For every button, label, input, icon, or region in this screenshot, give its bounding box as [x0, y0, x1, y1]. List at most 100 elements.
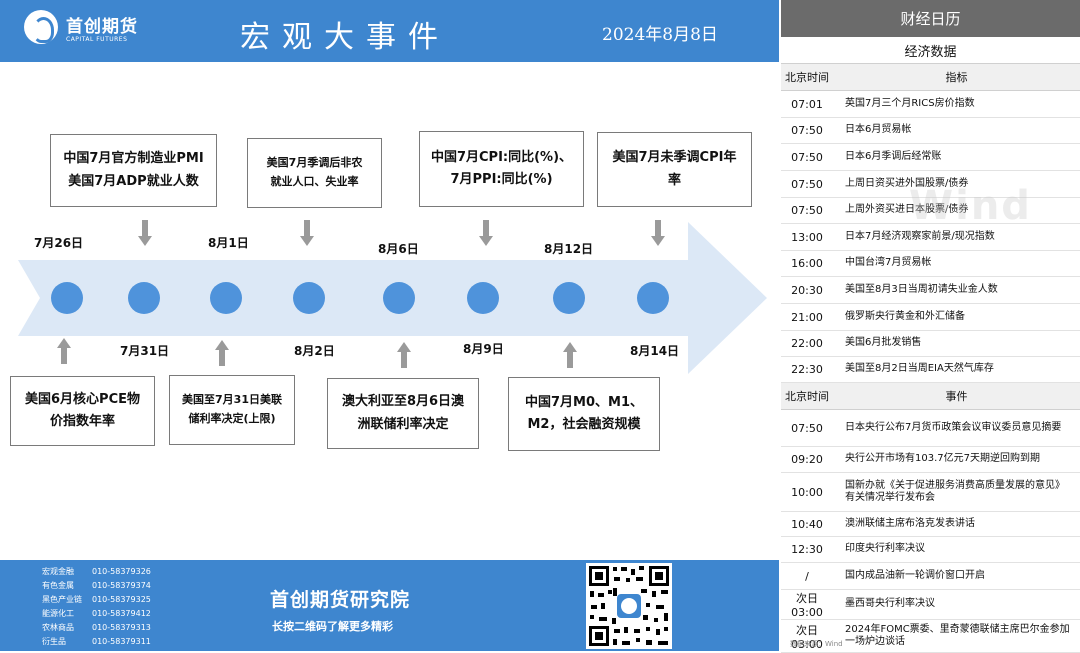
timeline-dot [128, 282, 160, 314]
row-time: 07:50 [791, 421, 823, 435]
footer-subtitle: 长按二维码了解更多精彩 [272, 620, 393, 633]
row-time: 07:01 [791, 97, 823, 111]
table-row: 07:50 日本6月贸易帐 [781, 118, 1080, 144]
event-text: 美国7月ADP就业人数 [68, 173, 199, 189]
event-box-bottom: 中国7月M0、M1、M2，社会融资规模 [508, 377, 660, 451]
date-label: 7月31日 [120, 344, 170, 358]
contact-phone: 010-58379412 [92, 609, 151, 618]
contact-dept: 有色金属 [42, 581, 74, 590]
event-text: 率 [667, 172, 681, 188]
row-item: 澳洲联储主席布洛克发表讲话 [845, 517, 975, 529]
event-box-bottom: 美国6月核心PCE物价指数年率 [10, 376, 155, 446]
row-time: 07:50 [791, 177, 823, 191]
date-label: 7月26日 [34, 236, 84, 250]
event-text: 就业人口、失业率 [270, 175, 359, 188]
row-item: 央行公开市场有103.7亿元7天期逆回购到期 [845, 453, 1040, 465]
row-item: 日本央行公布7月货币政策会议审议委员意见摘要 [845, 421, 1062, 433]
row-time: 次日03:00 [791, 623, 823, 651]
contact-row: 能源化工 010-58379412 [42, 608, 151, 619]
page-date: 2024年8月8日 [602, 25, 718, 45]
row-item: 俄罗斯央行黄金和外汇储备 [845, 310, 965, 322]
up-arrow-icon [57, 338, 71, 364]
event-text: 洲联储利率决定 [357, 416, 449, 432]
event-text: 美国7月未季调CPI年 [612, 150, 737, 166]
logo-icon [24, 10, 58, 44]
logo-text: 首创期货 [66, 17, 138, 37]
table-row: 次日03:00 墨西哥央行利率决议 [781, 590, 1080, 620]
row-item: 国新办就《关于促进服务消费高质量发展的意见》有关情况举行发布会 [845, 479, 1065, 504]
contact-dept: 衍生品 [42, 637, 66, 646]
row-time: 10:00 [791, 485, 823, 499]
event-text: 美国7月季调后非农 [266, 156, 363, 170]
contact-dept: 宏观金融 [42, 567, 74, 576]
row-time: 12:30 [791, 543, 823, 556]
table-row: 10:40 澳洲联储主席布洛克发表讲话 [781, 512, 1080, 537]
table-row: 10:00 国新办就《关于促进服务消费高质量发展的意见》有关情况举行发布会 [781, 473, 1080, 512]
row-time: 次日03:00 [791, 592, 823, 619]
row-time: / [805, 569, 809, 583]
page-title: 宏观大事件 [240, 20, 450, 55]
event-text: 中国7月M0、M1、 [524, 394, 643, 410]
row-item: 日本6月季调后经常账 [845, 150, 942, 162]
row-time: 07:50 [791, 124, 823, 137]
data-source: 数据来源：Wind [790, 640, 843, 648]
row-item: 国内成品油新一轮调价窗口开启 [845, 569, 985, 581]
data-table-header: 北京时间 指标 [781, 64, 1080, 91]
date-label: 8月14日 [630, 344, 680, 358]
down-arrow-icon [479, 220, 493, 246]
row-item: 日本6月贸易帐 [845, 124, 912, 136]
row-item: 美国至8月3日当周初请失业金人数 [845, 283, 998, 295]
timeline-dot [467, 282, 499, 314]
event-text: 价指数年率 [49, 414, 115, 429]
row-time: 10:40 [791, 517, 823, 531]
contact-row: 宏观金融 010-58379326 [42, 566, 151, 577]
event-text: 7月PPI:同比(%) [450, 172, 553, 187]
event-box-top: 中国7月CPI:同比(%)、7月PPI:同比(%) [419, 131, 584, 207]
panel-subtitle: 经济数据 [781, 37, 1080, 64]
row-time: 22:30 [791, 363, 823, 376]
table-row: 20:30 美国至8月3日当周初请失业金人数 [781, 277, 1080, 304]
down-arrow-icon [138, 220, 152, 246]
date-label: 8月1日 [208, 236, 249, 250]
contact-phone: 010-58379325 [92, 595, 151, 604]
contact-dept: 能源化工 [42, 609, 74, 618]
contact-dept: 黑色产业链 [42, 595, 82, 604]
row-item: 2024年FOMC票委、里奇蒙德联储主席巴尔金参加一场炉边谈话 [845, 623, 1070, 648]
contact-phone: 010-58379326 [92, 567, 151, 576]
row-item: 墨西哥央行利率决议 [845, 598, 935, 610]
qr-code-icon[interactable] [586, 563, 672, 649]
timeline-dot [553, 282, 585, 314]
event-box-bottom: 美国至7月31日美联储利率决定(上限) [169, 375, 295, 445]
contact-row: 衍生品 010-58379311 [42, 636, 151, 647]
footer-title: 首创期货研究院 [270, 589, 411, 611]
timeline-dot [383, 282, 415, 314]
row-time: 20:30 [791, 283, 823, 297]
row-item: 美国6月批发销售 [845, 337, 922, 349]
timeline-dot [51, 282, 83, 314]
row-item: 日本7月经济观察家前景/现况指数 [845, 230, 995, 242]
timeline-dot [210, 282, 242, 314]
item-column-header: 事件 [945, 390, 968, 403]
date-label: 8月9日 [463, 342, 504, 356]
event-box-top: 美国7月季调后非农就业人口、失业率 [247, 138, 382, 208]
event-text: 美国至7月31日美联 [182, 393, 282, 407]
contact-phone: 010-58379313 [92, 623, 151, 632]
contact-phone: 010-58379311 [92, 637, 151, 646]
event-text: 澳大利亚至8月6日澳 [341, 394, 465, 410]
down-arrow-icon [651, 220, 665, 246]
down-arrow-icon [300, 220, 314, 246]
